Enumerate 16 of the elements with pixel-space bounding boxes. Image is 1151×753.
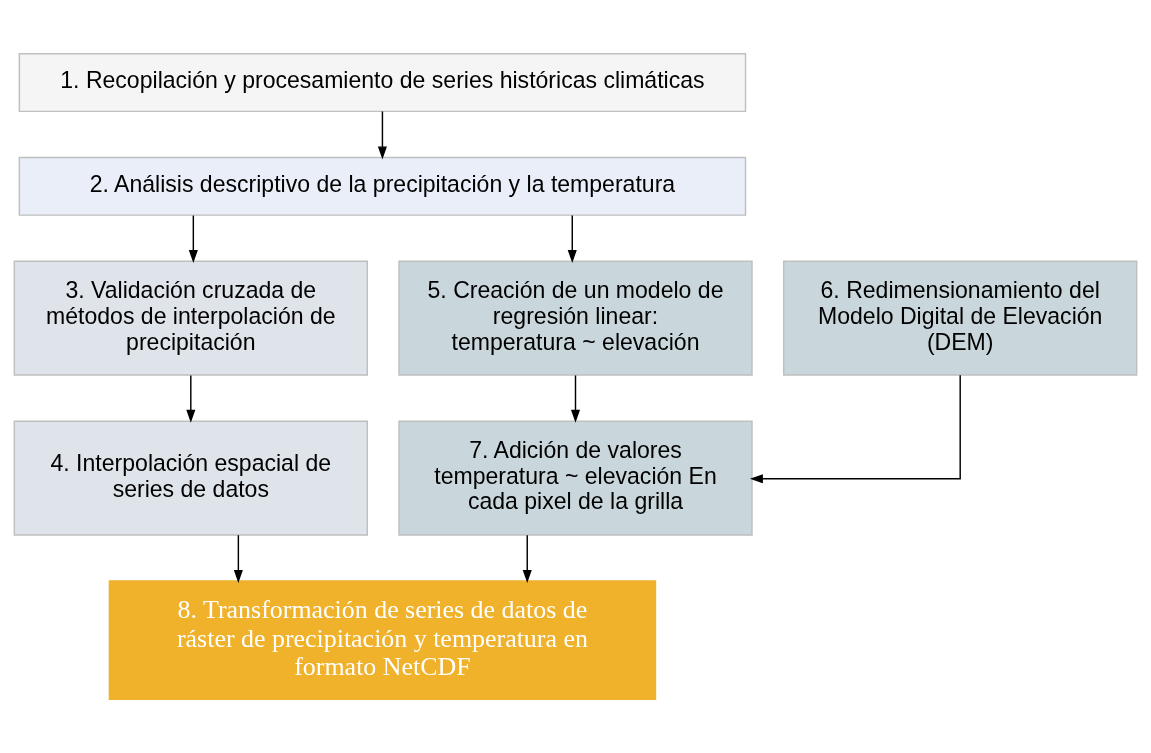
node-box: 8. Transformación de series de datos de ráster de precipitación y temperatura en formato NetCDF [108,580,657,700]
node-box: 6. Redimensionamiento del Modelo Digital de Elevación (DEM) [782,260,1138,376]
arrow [522,534,532,583]
arrow [570,374,581,423]
node-box: 3. Validación cruzada de métodos de interpolación de precipitación [13,260,369,376]
node-box: 7. Adición de valores temperatura ~ elevación En cada pixel de la grilla [398,420,753,536]
node-box: 4. Interpolación espacial de series de datos [13,420,369,536]
arrow [749,374,961,484]
arrow [567,214,577,264]
arrow [188,214,198,264]
node-box: 2. Análisis descriptivo de la precipitación y la temperatura [18,156,747,216]
node-box: 1. Recopilación y procesamiento de series históricas climáticas [18,53,747,113]
arrow [186,374,196,423]
arrow [377,110,387,160]
arrow [233,534,243,583]
node-box: 5. Creación de un modelo de regresión linear: temperatura ~ elevación [398,260,753,376]
